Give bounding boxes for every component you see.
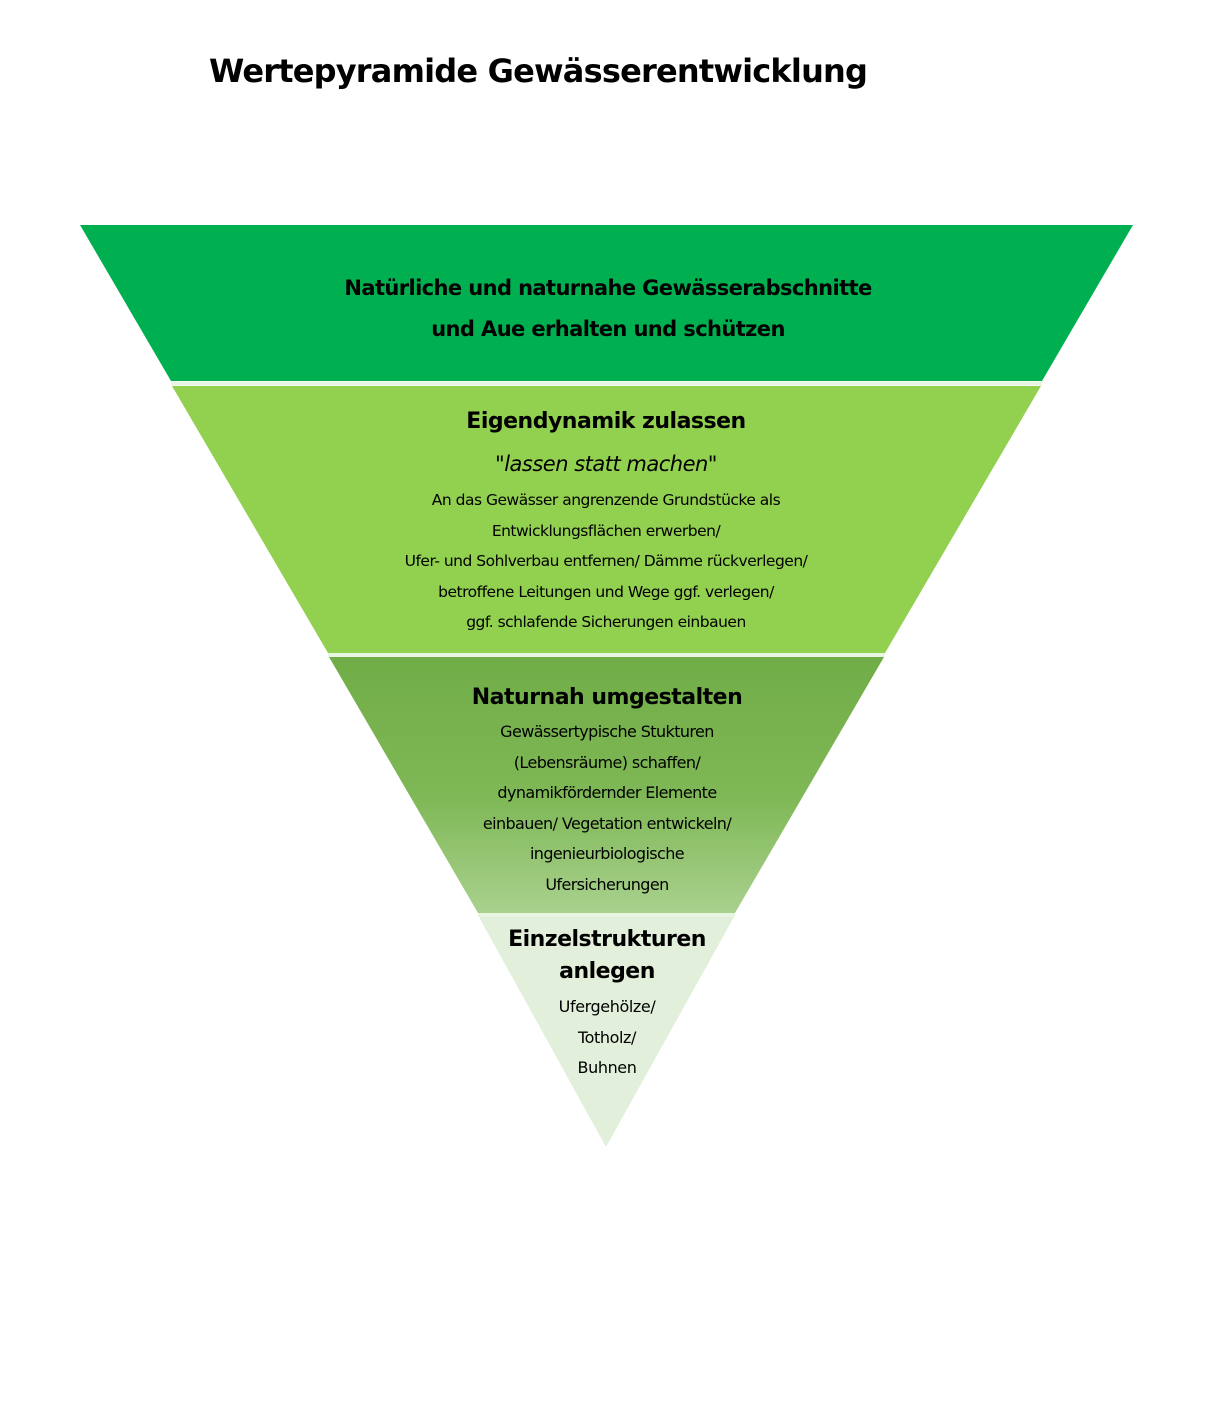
level-3-body-line: dynamikfördernder Elemente (497, 783, 717, 802)
level-1-heading-line: Natürliche und naturnahe Gewässerabschni… (344, 276, 872, 300)
level-2-body-line: Entwicklungsflächen erwerben/ (491, 521, 721, 540)
level-3-body-line: Gewässertypische Stukturen (500, 722, 714, 741)
pyramid-level-4-band (479, 917, 734, 1147)
diagram-title: Wertepyramide Gewässerentwicklung (209, 52, 868, 90)
level-3-heading: Naturnah umgestalten (471, 685, 743, 710)
level-2-body: An das Gewässer angrenzende Grundstücke … (405, 485, 808, 638)
level-4-body-line: Totholz/ (577, 1027, 637, 1047)
level-3-body-line: Ufersicherungen (545, 874, 669, 894)
level-2-body-line: ggf. schlafende Sicherungen einbauen (466, 613, 746, 631)
pyramid-level-2-band (172, 386, 1041, 653)
level-3-body-line: einbauen/ Vegetation entwickeln/ (482, 813, 732, 833)
level-4-body-line: Buhnen (577, 1058, 637, 1077)
pyramid-level-1-band (80, 225, 1133, 381)
level-2-heading: Eigendynamik zulassen (466, 409, 746, 434)
level-2-body-line: An das Gewässer angrenzende Grundstücke … (431, 491, 781, 509)
level-4-heading-line: Einzelstrukturen (508, 927, 706, 952)
pyramid-level-3-band (329, 657, 884, 913)
level-1-heading-line: und Aue erhalten und schützen (431, 317, 785, 341)
level-2-body-line: Ufer- und Sohlverbau entfernen/ Dämme rü… (404, 552, 808, 570)
level-2-motto: "lassen statt machen" (495, 452, 717, 476)
level-4-body-line: Ufergehölze/ (558, 997, 656, 1016)
level-4-body: Ufergehölze/ Totholz/ Buhnen (559, 992, 656, 1084)
level-3-body: Gewässertypische Stukturen (Lebensräume)… (482, 717, 732, 900)
level-3-body-line: (Lebensräume) schaffen/ (513, 752, 701, 772)
level-4-heading-line: anlegen (559, 959, 655, 984)
level-1-heading: Natürliche und naturnahe Gewässerabschni… (344, 268, 872, 350)
level-3-body-line: ingenieurbiologische (529, 844, 685, 863)
level-4-heading: Einzelstrukturen anlegen (508, 924, 706, 988)
level-2-body-line: betroffene Leitungen und Wege ggf. verle… (438, 582, 774, 601)
